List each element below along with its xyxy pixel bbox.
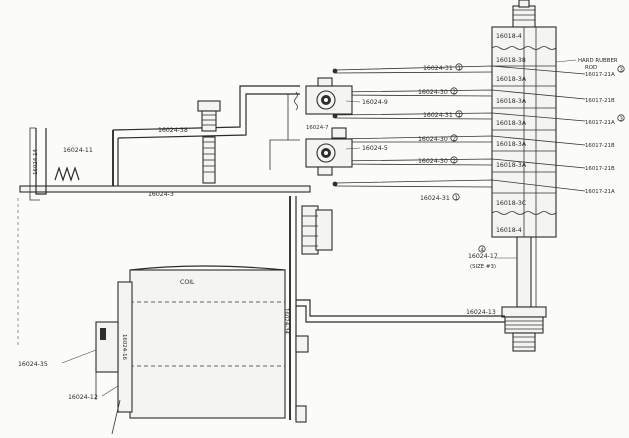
adjusting-screw (197, 100, 221, 184)
label-part-14: 16024-14 (33, 148, 39, 175)
circ-1b: 1 (458, 113, 461, 119)
contact-blocks (305, 77, 353, 176)
label-contact-30-2: 16024-30 (418, 136, 448, 143)
circ-2b: 2 (453, 137, 456, 143)
label-part-38: 16024-38 (158, 127, 188, 134)
label-stack-3a-5: 16018-3A (496, 162, 527, 169)
circ-3b: 3 (620, 117, 623, 123)
circ-1c: 1 (455, 196, 458, 202)
return-spring (29, 127, 80, 201)
label-part-7: 16024-7 (306, 125, 329, 131)
contact-stack (491, 0, 557, 352)
label-contact-31-bot: 16024-31 (420, 195, 450, 202)
label-stack-3a-3: 16018-3A (496, 120, 527, 127)
label-contact-31-top: 16024-31 (423, 65, 453, 72)
label-part-17-1: 16024-17 (468, 253, 498, 260)
label-part-34: 16024-34 (283, 308, 289, 335)
label-top-stack: 16018-4 (496, 33, 522, 40)
contact-springs (332, 65, 586, 192)
label-part-13: 16024-13 (466, 309, 496, 316)
circ-4: 4 (481, 248, 485, 254)
label-bottom-stack: 16018-4 (496, 227, 522, 234)
label-spring-21b-3: 16017-21B (585, 166, 615, 172)
top-nut (512, 5, 536, 29)
circ-2a: 2 (453, 90, 456, 96)
label-part-35: 16024-35 (18, 361, 48, 368)
label-part-12: 16024-12 (68, 394, 98, 401)
label-block-5: 16024-5 (362, 145, 388, 152)
label-stack-3a-2: 16018-3A (496, 98, 527, 105)
label-hard-rubber-1: HARD RUBBER (578, 58, 618, 64)
circ-3a: 3 (620, 68, 623, 74)
label-spring-21a-3: 16017-21A (585, 189, 615, 195)
label-contact-31-mid: 16024-31 (423, 112, 453, 119)
label-contact-30-1: 16024-30 (418, 89, 448, 96)
coil-body (129, 269, 286, 419)
label-part-11: 16024-11 (63, 147, 93, 154)
label-spring-21a-2: 16017-21A (585, 120, 615, 126)
label-coil: COIL (180, 279, 195, 286)
label-spring-21b-2: 16017-21B (585, 143, 615, 149)
armature-bar (19, 185, 311, 193)
label-spring-21a-1: 16017-21A (585, 72, 615, 78)
label-stack-3a-4: 16018-3A (496, 141, 527, 148)
label-spring-21b-1: 16017-21B (585, 98, 615, 104)
mounting-bracket (112, 85, 300, 170)
label-stack-3c: 16018-3C (496, 200, 526, 207)
label-stack-3a-1: 16018-3A (496, 76, 527, 83)
label-part-3: 16024-3 (148, 191, 174, 198)
circ-2c: 2 (453, 159, 456, 165)
label-block-9: 16024-9 (362, 99, 388, 106)
label-part-17-2: (SIZE #3) (470, 264, 496, 270)
coil (95, 265, 286, 419)
frame-right (289, 196, 505, 423)
label-part-16: 16024-16 (121, 334, 127, 361)
label-hard-rubber-2: ROD (585, 65, 597, 71)
label-stack-38: 16018-38 (496, 57, 526, 64)
armature-lever (19, 185, 311, 193)
circ-1a: 1 (458, 66, 461, 72)
label-contact-30-3: 16024-30 (418, 158, 448, 165)
lower-nut (501, 306, 547, 318)
